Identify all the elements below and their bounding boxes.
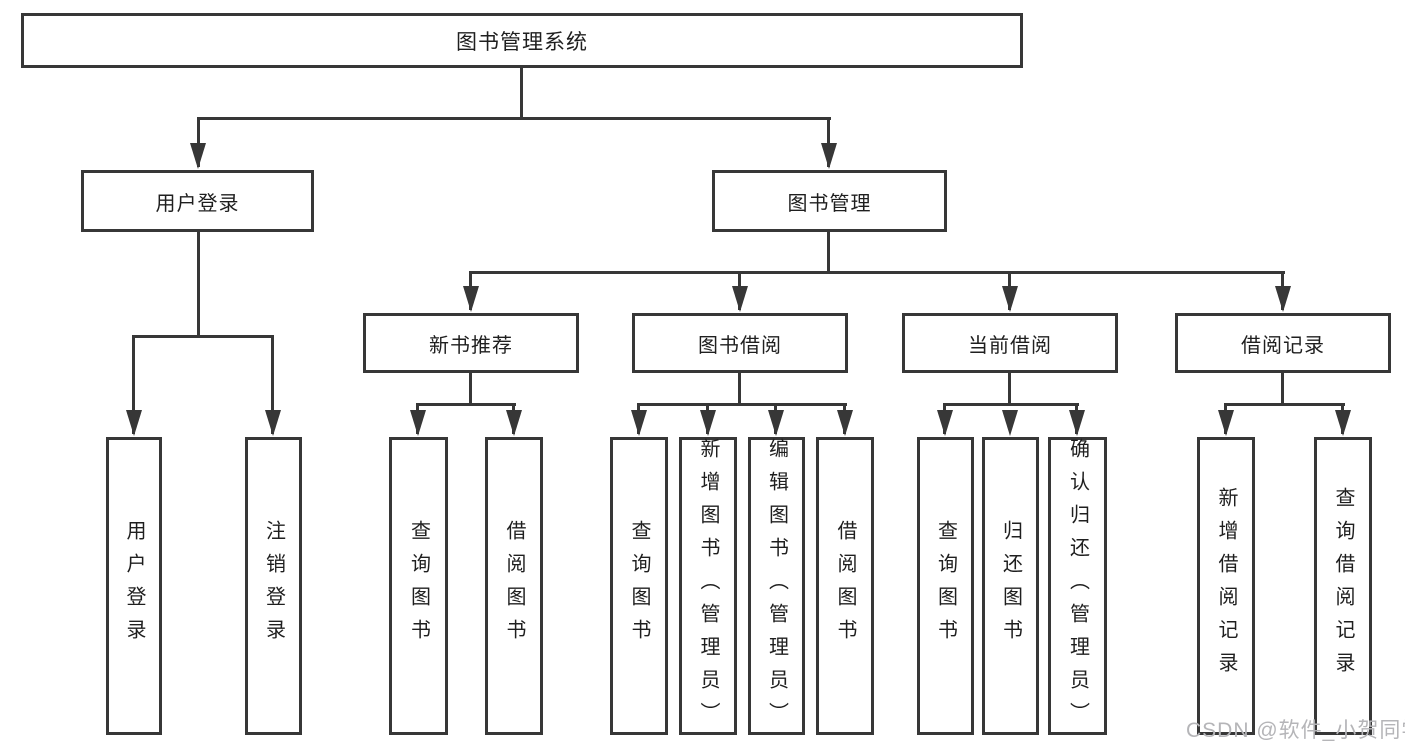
node-label: 新书推荐 — [429, 334, 513, 357]
connector-line — [637, 403, 847, 406]
connector-line — [1281, 373, 1284, 406]
leaf-edit-book-admin: 编辑图书（管理员） — [748, 437, 805, 735]
leaf-query-borrow-record: 查询借阅记录 — [1314, 437, 1372, 735]
node-current-borrowing: 当前借阅 — [902, 313, 1118, 373]
leaf-add-book-admin: 新增图书（管理员） — [679, 437, 737, 735]
connector-line — [1008, 373, 1011, 406]
node-new-book-recommend: 新书推荐 — [363, 313, 579, 373]
connector-line — [827, 232, 830, 271]
leaf-label: 新增图书（管理员） — [697, 437, 719, 735]
leaf-label: 查询图书 — [934, 520, 957, 652]
leaf-query-books-recommend: 查询图书 — [389, 437, 448, 735]
leaf-borrow-books-recommend: 借阅图书 — [485, 437, 543, 735]
arrow-down-icon — [768, 410, 784, 436]
leaf-confirm-return-admin: 确认归还（管理员） — [1048, 437, 1107, 735]
arrow-down-icon — [1218, 410, 1234, 436]
connector-line — [738, 373, 741, 406]
connector-line — [469, 271, 1285, 274]
leaf-borrow-books: 借阅图书 — [816, 437, 874, 735]
arrow-down-icon — [1069, 410, 1085, 436]
arrow-down-icon — [410, 410, 426, 436]
leaf-logout: 注销登录 — [245, 437, 302, 735]
node-label: 图书管理 — [787, 192, 872, 215]
node-label: 用户登录 — [155, 192, 240, 215]
arrow-down-icon — [1002, 286, 1018, 312]
connector-line — [197, 232, 200, 335]
csdn-watermark: CSDN @软件_小贺同学 — [1186, 719, 1405, 742]
leaf-label: 新增借阅记录 — [1215, 487, 1237, 685]
leaf-label: 编辑图书（管理员） — [765, 437, 788, 735]
arrow-down-icon — [1002, 410, 1018, 436]
connector-line — [827, 117, 830, 167]
connector-line — [943, 403, 1079, 406]
leaf-label: 注销登录 — [262, 520, 285, 652]
node-label: 图书管理系统 — [456, 30, 588, 54]
arrow-down-icon — [463, 286, 479, 312]
arrow-down-icon — [506, 410, 522, 436]
connector-line — [469, 373, 472, 406]
leaf-label: 借阅图书 — [834, 520, 856, 652]
leaf-query-books-borrowing: 查询图书 — [610, 437, 668, 735]
leaf-label: 归还图书 — [999, 520, 1022, 652]
connector-line — [520, 68, 523, 117]
arrow-down-icon — [821, 143, 837, 169]
arrow-down-icon — [631, 410, 647, 436]
connector-line — [271, 335, 274, 434]
arrow-down-icon — [732, 286, 748, 312]
connector-line — [132, 335, 135, 434]
leaf-return-books: 归还图书 — [982, 437, 1039, 735]
leaf-label: 查询图书 — [628, 520, 650, 652]
arrow-down-icon — [1275, 286, 1291, 312]
leaf-query-books-current: 查询图书 — [917, 437, 974, 735]
leaf-user-login: 用户登录 — [106, 437, 162, 735]
connector-line — [416, 403, 516, 406]
leaf-label: 确认归还（管理员） — [1066, 437, 1089, 735]
leaf-label: 借阅图书 — [503, 520, 525, 652]
node-book-management: 图书管理 — [712, 170, 947, 232]
connector-line — [132, 335, 274, 338]
leaf-label: 用户登录 — [123, 520, 145, 652]
node-label: 当前借阅 — [968, 334, 1052, 357]
node-borrowing-records: 借阅记录 — [1175, 313, 1391, 373]
connector-line — [1224, 403, 1345, 406]
leaf-label: 查询图书 — [407, 520, 430, 652]
arrow-down-icon — [937, 410, 953, 436]
arrow-down-icon — [700, 410, 716, 436]
node-book-borrowing: 图书借阅 — [632, 313, 848, 373]
arrow-down-icon — [265, 410, 281, 436]
node-user-login: 用户登录 — [81, 170, 314, 232]
arrow-down-icon — [190, 143, 206, 169]
connector-line — [197, 117, 200, 167]
connector-line — [197, 117, 831, 120]
arrow-down-icon — [126, 410, 142, 436]
node-label: 借阅记录 — [1241, 334, 1325, 357]
arrow-down-icon — [837, 410, 853, 436]
node-library-management-system: 图书管理系统 — [21, 13, 1023, 68]
leaf-add-borrow-record: 新增借阅记录 — [1197, 437, 1255, 735]
leaf-label: 查询借阅记录 — [1332, 487, 1354, 685]
node-label: 图书借阅 — [698, 334, 782, 357]
arrow-down-icon — [1335, 410, 1351, 436]
